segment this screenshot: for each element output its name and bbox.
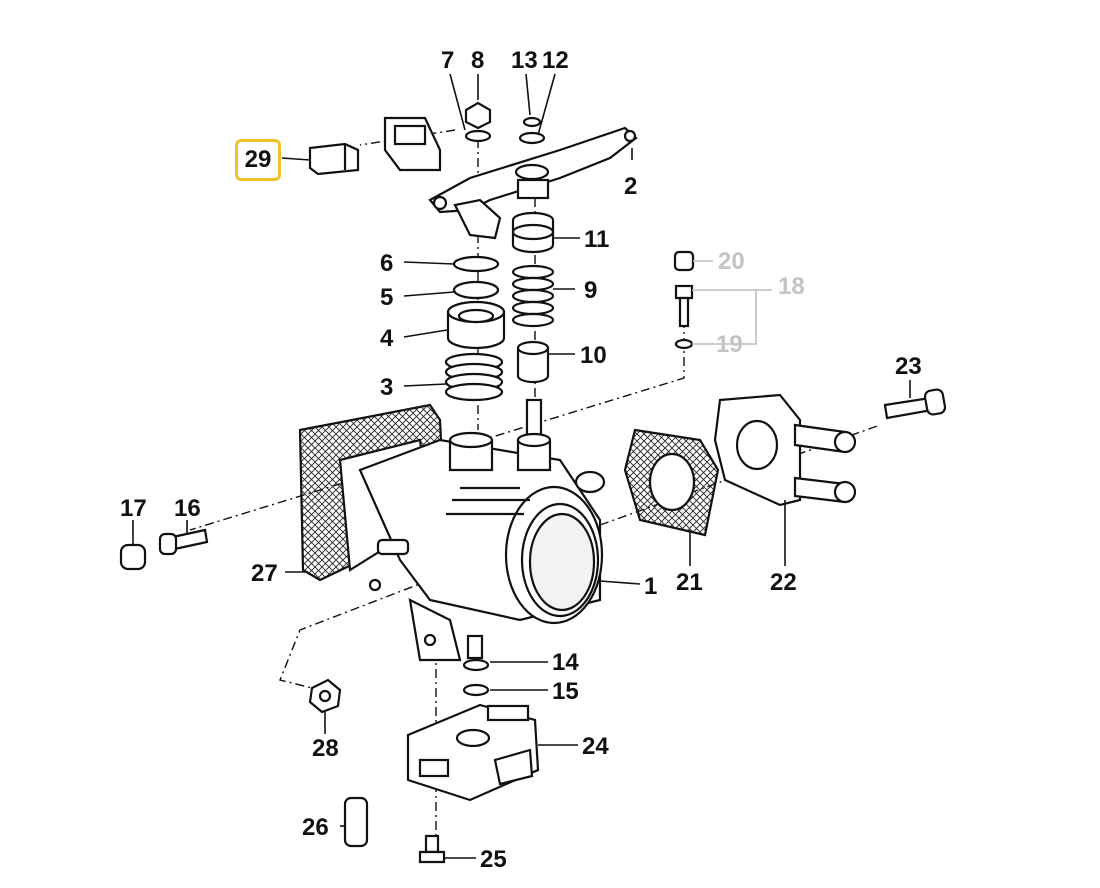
sleeve [343,796,369,848]
callout-13[interactable]: 13 [511,47,538,74]
callout-22[interactable]: 22 [770,569,797,596]
callout-15[interactable]: 15 [552,678,579,705]
bolt-right [883,388,947,420]
nut [308,678,342,714]
callout-12[interactable]: 12 [542,47,569,74]
leader-lines [132,73,911,859]
callout-23[interactable]: 23 [895,353,922,380]
callout-25[interactable]: 25 [480,846,507,873]
gasket [623,428,720,537]
coolant-housing [713,393,857,507]
callout-14[interactable]: 14 [552,649,579,676]
highlighted-callout-29[interactable]: 29 [235,139,281,181]
callout-18[interactable]: 18 [778,273,805,300]
lower-spring [444,352,504,402]
callout-2[interactable]: 2 [624,173,637,200]
springs-and-bushings [444,255,555,447]
callout-21[interactable]: 21 [676,569,703,596]
bolt-left [119,528,209,571]
callout-10[interactable]: 10 [580,342,607,369]
callout-24[interactable]: 24 [582,733,609,760]
callout-8[interactable]: 8 [471,47,484,74]
callout-29: 29 [244,146,272,173]
callout-7[interactable]: 7 [441,47,454,74]
callout-19[interactable]: 19 [716,331,743,358]
lever-hardware [464,101,555,254]
callout-26[interactable]: 26 [302,814,329,841]
callout-28[interactable]: 28 [312,735,339,762]
callout-27[interactable]: 27 [251,560,278,587]
callout-labels: 1 2 3 4 5 6 7 8 9 10 11 12 13 14 15 16 1… [120,47,922,873]
callout-11[interactable]: 11 [584,226,609,253]
connector-block [308,142,360,176]
sensor-hardware [462,634,490,697]
callout-3[interactable]: 3 [380,374,393,401]
callout-1[interactable]: 1 [644,573,657,600]
throttle-lever [383,116,638,240]
callout-5[interactable]: 5 [380,284,393,311]
callout-9[interactable]: 9 [584,277,597,304]
callout-17[interactable]: 17 [120,495,147,522]
position-switch [406,703,540,802]
throttle-body [358,431,606,662]
callout-6[interactable]: 6 [380,250,393,277]
screw-bottom [418,834,446,864]
callout-20[interactable]: 20 [718,248,745,275]
upper-spring [511,264,555,328]
callout-16[interactable]: 16 [174,495,201,522]
callout-4[interactable]: 4 [380,325,394,352]
